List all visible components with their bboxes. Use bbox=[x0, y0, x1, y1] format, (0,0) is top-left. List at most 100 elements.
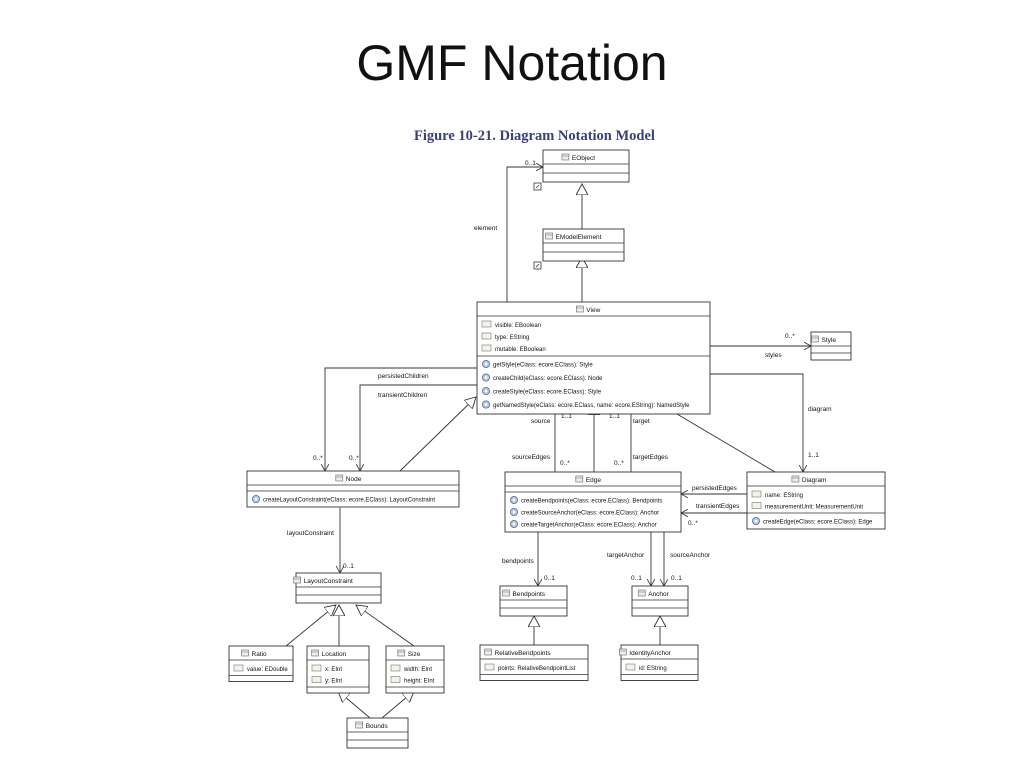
label-transient-edges: transientEdges bbox=[696, 503, 740, 510]
label-layout-constraint: layoutConstraint bbox=[287, 530, 334, 537]
class-size[interactable]: Size width: EInt height: EInt bbox=[385, 645, 445, 694]
mult-children-2: 0..* bbox=[349, 455, 359, 462]
svg-text:measurementUnit: MeasurementUn: measurementUnit: MeasurementUnit bbox=[765, 505, 863, 511]
svg-text:createEdge(eClass: ecore.EClas: createEdge(eClass: ecore.EClass): Edge bbox=[763, 520, 873, 526]
attribute-row: y: EInt bbox=[311, 676, 342, 685]
generalization-bounds-size bbox=[381, 691, 414, 719]
attribute-icon bbox=[484, 663, 495, 671]
class-node[interactable]: Node createLayoutConstraint(eClass: ecore… bbox=[246, 470, 460, 508]
slide-title: GMF Notation bbox=[356, 35, 668, 91]
label-transient-children: transientChildren bbox=[378, 392, 428, 399]
generalization-bounds-location bbox=[338, 691, 371, 719]
svg-text:width: EInt: width: EInt bbox=[403, 667, 432, 673]
attribute-icon bbox=[390, 664, 401, 672]
class-icon bbox=[561, 153, 570, 161]
class-icon bbox=[575, 475, 584, 483]
mult-children-1: 0..* bbox=[313, 455, 323, 462]
class-diagram[interactable]: Diagram name: EString measurementUnit: Mea… bbox=[746, 471, 886, 530]
class-icon bbox=[791, 475, 800, 483]
class-name: Diagram bbox=[802, 477, 827, 484]
svg-text:mutable: EBoolean: mutable: EBoolean bbox=[495, 347, 546, 353]
svg-text:height: EInt: height: EInt bbox=[404, 679, 435, 685]
class-name: LayoutConstraint bbox=[304, 578, 353, 585]
attribute-row: x: EInt bbox=[311, 664, 342, 673]
generalization-size-layoutconstraint bbox=[356, 605, 415, 647]
attribute-icon bbox=[751, 490, 762, 498]
mult-bendpoints: 0..1 bbox=[544, 575, 555, 582]
attribute-icon bbox=[481, 344, 492, 352]
attribute-row: width: EInt bbox=[390, 664, 432, 673]
class-icon bbox=[502, 589, 510, 597]
class-bendpoints[interactable]: Bendpoints bbox=[499, 585, 568, 617]
mult-target-edges: 0..* bbox=[614, 460, 624, 467]
class-name: EObject bbox=[572, 155, 595, 162]
mult-source-anchor: 0..1 bbox=[671, 575, 682, 582]
class-identityanchor[interactable]: IdentityAnchor id: EString bbox=[618, 644, 699, 681]
mult-target-anchor: 0..1 bbox=[631, 575, 642, 582]
attribute-icon bbox=[481, 320, 492, 328]
class-icon bbox=[397, 649, 406, 657]
class-anchor[interactable]: Anchor bbox=[631, 585, 689, 617]
generalization-node-view bbox=[399, 397, 476, 472]
operation-row: getNamedStyle(eClass: ecore.EClass, name… bbox=[481, 400, 690, 409]
class-icon bbox=[811, 335, 819, 343]
class-icon bbox=[241, 649, 249, 657]
attribute-row: points: RelativeBendpointList bbox=[484, 663, 576, 672]
proxy-icon bbox=[533, 261, 542, 270]
class-name: View bbox=[586, 307, 600, 314]
class-eobject[interactable]: EObject bbox=[542, 149, 630, 183]
association-persisted-children bbox=[325, 368, 477, 471]
proxy-icon bbox=[533, 182, 542, 191]
attribute-row: name: EString bbox=[751, 490, 803, 499]
class-icon bbox=[484, 648, 492, 656]
attribute-icon bbox=[751, 502, 762, 509]
attribute-icon bbox=[390, 676, 401, 683]
class-name: IdentityAnchor bbox=[629, 650, 671, 657]
class-icon bbox=[618, 648, 627, 656]
svg-text:createTargetAnchor(eClass: eco: createTargetAnchor(eClass: ecore.EClass)… bbox=[521, 523, 657, 529]
svg-text:createLayoutConstraint(eClass:: createLayoutConstraint(eClass: ecore.ECl… bbox=[263, 498, 435, 504]
operation-row: getStyle(eClass: ecore.EClass): Style bbox=[481, 359, 593, 369]
class-emodelelement[interactable]: EModelElement bbox=[542, 228, 625, 262]
class-name: Size bbox=[408, 651, 421, 658]
class-icon bbox=[637, 589, 646, 597]
class-bounds[interactable]: Bounds bbox=[346, 717, 409, 749]
svg-text:createChild(eClass: ecore.ECla: createChild(eClass: ecore.EClass): Node bbox=[493, 376, 603, 382]
svg-text:x: EInt: x: EInt bbox=[325, 667, 342, 673]
mult-edges: 0..* bbox=[688, 520, 698, 527]
class-name: Ratio bbox=[252, 651, 268, 658]
mult-element: 0..1 bbox=[525, 160, 536, 167]
svg-text:id: EString: id: EString bbox=[639, 666, 667, 672]
class-name: Bendpoints bbox=[513, 591, 546, 598]
attribute-row: type: EString bbox=[481, 332, 529, 341]
class-icon bbox=[355, 721, 364, 729]
class-layoutconstraint[interactable]: LayoutConstraint bbox=[293, 572, 382, 604]
attribute-row: mutable: EBoolean bbox=[481, 344, 546, 353]
svg-text:createBendpoints(eClass: ecore: createBendpoints(eClass: ecore.EClass): … bbox=[521, 499, 662, 505]
label-target-anchor: targetAnchor bbox=[607, 552, 645, 559]
label-source: source bbox=[531, 418, 551, 425]
attribute-icon bbox=[233, 664, 244, 672]
class-style[interactable]: Style bbox=[810, 331, 852, 361]
class-icon bbox=[293, 576, 302, 584]
mult-source-edges: 0..* bbox=[560, 460, 570, 467]
class-name: Node bbox=[346, 476, 362, 483]
label-persisted-edges: persistedEdges bbox=[692, 485, 738, 492]
label-diagram: diagram bbox=[808, 406, 831, 413]
generalization-diagram-view bbox=[660, 404, 776, 473]
class-name: Anchor bbox=[648, 591, 669, 598]
svg-text:name: EString: name: EString bbox=[765, 493, 803, 499]
class-icon bbox=[575, 305, 584, 313]
svg-text:type: EString: type: EString bbox=[495, 335, 529, 341]
class-name: Bounds bbox=[366, 723, 389, 730]
svg-text:createSourceAnchor(eClass: eco: createSourceAnchor(eClass: ecore.EClass)… bbox=[521, 511, 659, 517]
operation-row: createSourceAnchor(eClass: ecore.EClass)… bbox=[509, 507, 659, 517]
operation-row: createStyle(eClass: ecore.EClass): Style bbox=[481, 386, 602, 396]
